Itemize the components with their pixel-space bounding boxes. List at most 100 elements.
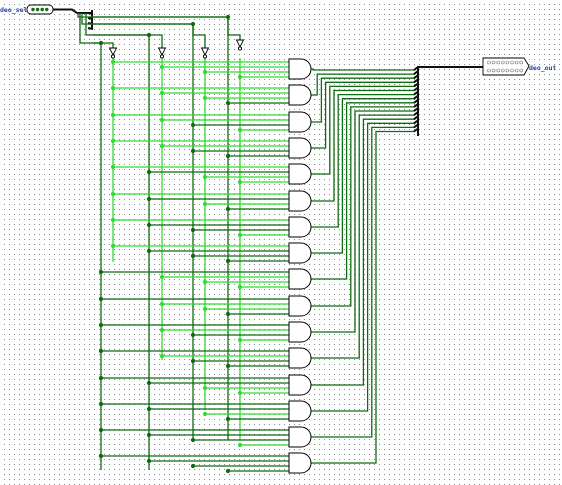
splitter-tick xyxy=(87,27,94,30)
output-pin-body[interactable] xyxy=(482,57,530,76)
wire-junction xyxy=(98,375,104,381)
wire-junction xyxy=(202,174,208,180)
output-bit-indicator xyxy=(505,68,510,73)
inverter-feed xyxy=(101,42,114,48)
and-gate xyxy=(288,84,312,106)
inverter-feed xyxy=(149,34,163,48)
output-bit-indicator xyxy=(519,68,524,73)
wire-junction xyxy=(225,363,231,369)
not-gate xyxy=(157,47,167,57)
output-pin-bits xyxy=(487,60,524,73)
wire-junction xyxy=(190,358,196,364)
wire-junction xyxy=(225,153,231,159)
wire-junction xyxy=(202,69,208,75)
wire-junction xyxy=(225,416,231,422)
wire-junction xyxy=(159,301,165,307)
input-bit-indicator xyxy=(31,7,35,12)
wire-junction xyxy=(190,122,196,128)
gate-output-wire xyxy=(311,130,415,464)
and-gate xyxy=(288,295,312,317)
and-gate xyxy=(288,242,312,264)
wire-junction xyxy=(190,148,196,154)
wire-junction xyxy=(110,164,116,170)
not-gate-bubble xyxy=(202,54,208,59)
wire-junction xyxy=(225,311,231,317)
gate-output-wire xyxy=(311,102,415,280)
output-bit-indicator xyxy=(491,68,496,73)
and-gate xyxy=(288,111,312,133)
output-bit-indicator xyxy=(487,68,491,73)
wire-junction xyxy=(202,306,208,312)
wire-junction xyxy=(225,258,231,264)
gate-output-wire xyxy=(311,77,415,123)
wire-junction xyxy=(98,401,104,407)
and-gate xyxy=(288,347,312,369)
gate-output-wire xyxy=(311,73,415,96)
gate-output-wire xyxy=(311,106,415,307)
wire-junction xyxy=(237,284,243,290)
gate-output-wire xyxy=(311,114,415,359)
select-bit-wire xyxy=(79,13,101,44)
wire-junction xyxy=(146,248,152,254)
output-pin-deo-out[interactable]: deo_out xyxy=(482,57,556,76)
output-bit-indicator xyxy=(500,60,505,65)
and-gate xyxy=(288,426,312,448)
select-bit-wire xyxy=(81,13,193,25)
wire-junction xyxy=(146,406,152,412)
output-bit-indicator xyxy=(505,60,510,65)
wire-junction xyxy=(159,143,165,149)
input-bus xyxy=(53,8,93,14)
wire-junction xyxy=(98,322,104,328)
wire-junction xyxy=(110,59,116,65)
wire-junction xyxy=(110,85,116,91)
wire-junction xyxy=(190,21,196,27)
output-bit-indicator xyxy=(496,68,501,73)
input-pin-body[interactable] xyxy=(26,4,54,15)
input-bit-indicator xyxy=(40,7,44,12)
and-gate xyxy=(288,321,312,343)
not-gate-bubble xyxy=(237,46,243,51)
wire-junction xyxy=(202,95,208,101)
wire-junction xyxy=(237,442,243,448)
and-gate xyxy=(288,163,312,185)
gate-output-wire xyxy=(311,122,415,412)
wire-junction xyxy=(146,380,152,386)
and-gate xyxy=(288,58,312,80)
wire-junction xyxy=(237,74,243,80)
wire-junction xyxy=(159,90,165,96)
wire-junction xyxy=(237,390,243,396)
wire-junction xyxy=(110,191,116,197)
wire-junction xyxy=(146,222,152,228)
gate-layer xyxy=(108,39,312,474)
wire-junction xyxy=(190,437,196,443)
wire-junction xyxy=(225,100,231,106)
input-pin-deo-sel[interactable]: deo_sel xyxy=(0,4,54,15)
junction-layer xyxy=(98,14,243,474)
wire-junction xyxy=(202,411,208,417)
wire-junction xyxy=(190,227,196,233)
wire-layer xyxy=(53,8,483,472)
and-gate xyxy=(288,268,312,290)
output-bit-indicator xyxy=(500,68,505,73)
output-pin-label: deo_out xyxy=(529,64,556,72)
not-gate-bubble xyxy=(159,54,165,59)
wire-junction xyxy=(225,14,231,20)
input-bit-indicator xyxy=(45,7,49,12)
wire-junction xyxy=(237,232,243,238)
and-gate xyxy=(288,452,312,474)
wire-junction xyxy=(159,274,165,280)
wire-junction xyxy=(159,327,165,333)
and-gate xyxy=(288,137,312,159)
wire-junction xyxy=(237,337,243,343)
wire-junction xyxy=(202,201,208,207)
wire-junction xyxy=(98,269,104,275)
gate-output-wire xyxy=(311,85,415,175)
wire-junction xyxy=(110,243,116,249)
output-bit-indicator xyxy=(487,60,491,65)
gate-output-wire xyxy=(311,89,415,202)
not-gate xyxy=(200,47,210,57)
wire-junction xyxy=(110,217,116,223)
wire-junction xyxy=(190,332,196,338)
